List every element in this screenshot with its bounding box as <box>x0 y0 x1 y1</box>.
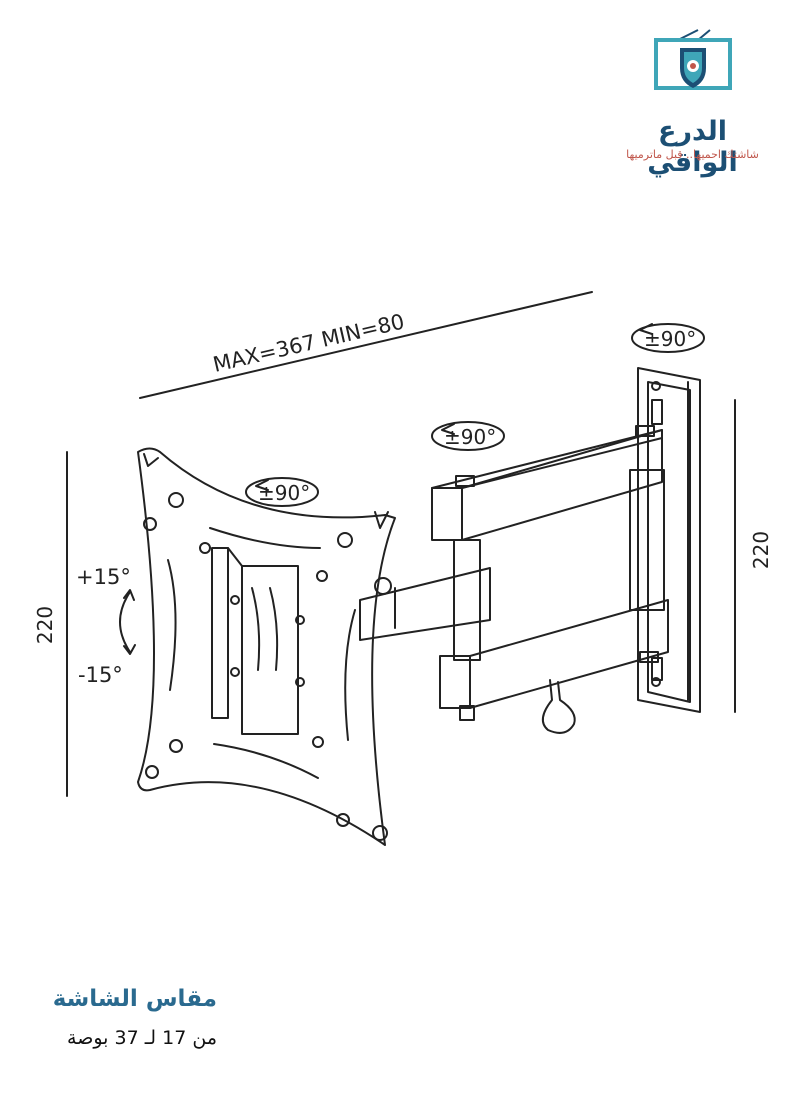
left-height-label: 220 <box>33 606 57 644</box>
brand-tagline: شاشتك احميها.. قبل ماترميها <box>626 148 759 161</box>
right-height-label: 220 <box>749 531 773 569</box>
rotation-plate-icon <box>245 477 319 507</box>
arm-length-dimension-line <box>139 291 593 399</box>
rotation-top-icon <box>631 323 705 353</box>
vesa-plate <box>137 447 396 846</box>
swing-arm <box>359 425 669 734</box>
wall-plate <box>637 367 701 713</box>
tilt-up-label: +15° <box>76 565 131 589</box>
rotation-plate-label: ±90° <box>258 481 310 505</box>
rotation-arm-label: ±90° <box>444 425 496 449</box>
rotation-top-label: ±90° <box>644 327 696 351</box>
brand-name: الدرع الواقي <box>647 116 738 178</box>
rotation-arm-icon <box>431 421 505 451</box>
brand-logo: الدرع الواقي شاشتك احميها.. قبل ماترميها <box>620 28 780 178</box>
screen-size-range: من 17 لـ 37 بوصة <box>67 1027 217 1049</box>
tilt-down-label: -15° <box>78 663 123 687</box>
tilt-arrow-icon <box>119 589 136 655</box>
shield-tv-icon <box>654 29 732 90</box>
screen-size-title: مقاس الشاشة <box>52 986 217 1012</box>
